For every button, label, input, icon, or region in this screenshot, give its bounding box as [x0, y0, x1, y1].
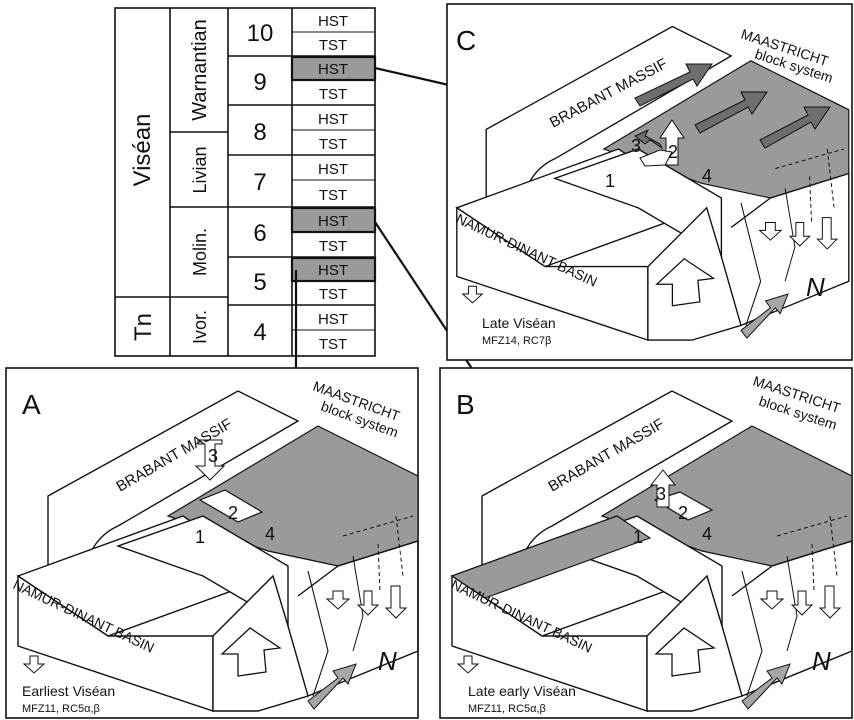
hst-10: HST — [318, 13, 348, 30]
seq-5: 5 — [253, 269, 266, 296]
seq-10: 10 — [247, 20, 274, 47]
hst-8: HST — [318, 111, 348, 128]
panel-b-block-4: 4 — [702, 524, 712, 544]
panel-a-block-3: 3 — [208, 446, 218, 466]
tst-8: TST — [319, 136, 347, 153]
hst-7: HST — [318, 161, 348, 178]
hst-5: HST — [318, 262, 348, 279]
panel-a-block-2: 2 — [228, 503, 238, 523]
label-visean: Viséan — [129, 114, 156, 187]
seq-6: 6 — [253, 220, 266, 247]
hst-6: HST — [318, 213, 348, 230]
tst-10: TST — [319, 37, 347, 54]
label-molin: Molin. — [190, 228, 210, 276]
seq-4: 4 — [253, 319, 266, 346]
hst-9: HST — [318, 61, 348, 78]
stratigraphic-table: Viséan Tn Warnantian Livian Molin. Ivor.… — [115, 8, 375, 356]
panel-b: B BRABANT MASSIF MAASTRICHT block system… — [440, 368, 852, 718]
panel-c: C BRABANT MASSIF MAASTRICHT block system… — [447, 4, 852, 360]
hst-4: HST — [318, 311, 348, 328]
panel-b-block-2: 2 — [678, 503, 688, 523]
panel-a-block-4: 4 — [265, 524, 275, 544]
panel-a-block-1: 1 — [195, 527, 205, 547]
tst-9: TST — [319, 86, 347, 103]
panel-c-zones: MFZ14, RC7β — [482, 335, 551, 347]
panel-c-block-4: 4 — [702, 166, 712, 186]
panel-a-age: Earliest Viséan — [22, 683, 115, 699]
panel-c-letter: C — [456, 25, 476, 56]
seq-8: 8 — [253, 119, 266, 146]
panel-c-block-3: 3 — [631, 136, 641, 156]
panel-c-block-1: 1 — [605, 171, 615, 191]
panel-b-north: N — [812, 646, 831, 676]
panel-b-age: Late early Viséan — [468, 683, 576, 699]
label-tn: Tn — [130, 313, 157, 341]
tst-5: TST — [319, 286, 347, 303]
panel-a: A BRABANT MASSIF MAASTRICHT block system… — [6, 368, 418, 718]
label-ivor: Ivor. — [190, 310, 210, 344]
panel-c-block-2: 2 — [668, 142, 678, 162]
panel-b-block-1: 1 — [633, 527, 643, 547]
tst-7: TST — [319, 187, 347, 204]
panel-b-block-3: 3 — [656, 484, 666, 504]
panel-b-zones: MFZ11, RC5α,β — [468, 703, 546, 715]
panel-a-zones: MFZ11, RC5α,β — [22, 703, 100, 715]
seq-7: 7 — [253, 169, 266, 196]
tst-4: TST — [319, 336, 347, 353]
panel-a-letter: A — [22, 389, 41, 420]
panel-a-north: N — [378, 646, 397, 676]
panel-c-age: Late Viséan — [482, 315, 556, 331]
panel-b-letter: B — [456, 389, 475, 420]
label-warnantian: Warnantian — [189, 19, 211, 121]
panel-c-north: N — [806, 272, 825, 302]
tst-6: TST — [319, 238, 347, 255]
seq-9: 9 — [253, 69, 266, 96]
label-livian: Livian — [190, 146, 210, 193]
